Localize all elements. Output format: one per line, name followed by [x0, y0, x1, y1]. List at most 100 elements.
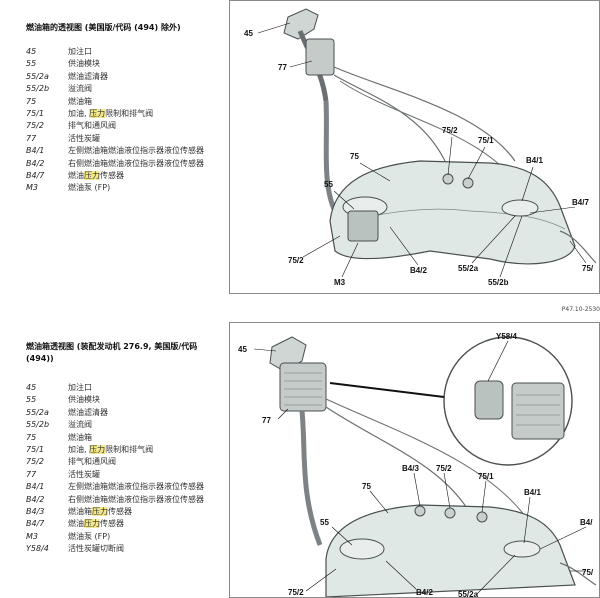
- callout-b4-1: B4/1: [526, 156, 543, 165]
- legend-description: 左侧燃油箱燃油液位指示器液位传感器: [68, 146, 204, 156]
- callout-75-2-bottom: 75/2: [288, 256, 304, 265]
- legend-description: 燃油箱压力传感器: [68, 507, 132, 517]
- legend-description: 右侧燃油箱燃油液位指示器液位传感器: [68, 494, 204, 504]
- legend-item: 77 活性炭罐: [26, 133, 221, 145]
- legend-description: 加注口: [68, 47, 92, 56]
- callout-75-2-bottom: 75/2: [288, 588, 304, 597]
- legend-description: 燃油泵 (FP): [68, 183, 111, 193]
- callout-75-right: 75/: [582, 264, 594, 273]
- callout-y58-4: Y58/4: [496, 332, 517, 341]
- legend-item: B4/2 右侧燃油箱燃油液位指示器液位传感器: [26, 158, 221, 170]
- legend-item: 55/2b 溢流阀: [26, 419, 221, 431]
- legend-item: B4/2 右侧燃油箱燃油液位指示器液位传感器: [26, 494, 221, 506]
- legend-description: 加油, 压力限制和排气阀: [68, 445, 154, 455]
- legend-description: 活性炭罐: [68, 133, 100, 143]
- legend-description: 燃油箱: [68, 432, 92, 442]
- legend-code: M3: [26, 531, 38, 541]
- legend-description: 加油, 压力限制和排气阀: [68, 109, 154, 119]
- legend-code: 55/2b: [26, 84, 50, 94]
- legend-code: 75/1: [26, 445, 44, 455]
- legend-code: 77: [26, 133, 37, 143]
- legend-code: 45: [26, 47, 37, 56]
- figure-reference: P47.10-2530: [561, 306, 600, 313]
- highlighted-term: 压力: [89, 109, 106, 119]
- legend-code: B4/1: [26, 146, 45, 156]
- highlighted-term: 压力: [84, 171, 100, 181]
- legend-code: 55: [26, 395, 37, 405]
- legend-code: B4/7: [26, 519, 45, 529]
- callout-b4-7: B4/7: [572, 198, 589, 207]
- section-2-figure: 45 Y58/4 77 B4/3 75/2 75/1 75 B4/1 55 B4…: [229, 322, 600, 598]
- callout-75-2-top: 75/2: [436, 464, 452, 473]
- callout-75: 75: [362, 482, 371, 491]
- legend-code: 45: [26, 383, 37, 392]
- legend-item: B4/1 左侧燃油箱燃油液位指示器液位传感器: [26, 145, 221, 157]
- legend-description: 活性炭罐: [68, 469, 100, 479]
- highlighted-term: 压力: [89, 445, 106, 455]
- callout-b4-1: B4/1: [524, 488, 541, 497]
- legend-item: M3 燃油泵 (FP): [26, 531, 221, 543]
- legend-code: Y58/4: [26, 544, 49, 554]
- legend-description: 燃油压力传感器: [68, 171, 124, 181]
- callout-b4-3: B4/3: [402, 464, 419, 473]
- legend-description: 燃油滤清器: [68, 407, 108, 417]
- legend-description: 供油模块: [68, 395, 100, 405]
- legend-description: 燃油滤清器: [68, 71, 108, 81]
- callout-77: 77: [278, 63, 287, 72]
- legend-item: 75/1 加油, 压力限制和排气阀: [26, 108, 221, 120]
- legend-description: 排气和通风阀: [68, 121, 116, 131]
- callout-45: 45: [244, 29, 253, 38]
- highlighted-term: 压力: [92, 507, 108, 517]
- legend-code: 55/2a: [26, 71, 49, 81]
- legend-item: 75/1 加油, 压力限制和排气阀: [26, 444, 221, 456]
- callout-45: 45: [238, 345, 247, 354]
- legend-description: 加注口: [68, 383, 92, 392]
- callout-75: 75: [350, 152, 359, 161]
- legend-description: 排气和通风阀: [68, 457, 116, 467]
- callout-75-2-top: 75/2: [442, 126, 458, 135]
- highlighted-term: 压力: [84, 519, 100, 529]
- legend-description: 右侧燃油箱燃油液位指示器液位传感器: [68, 158, 204, 168]
- section-1-title: 燃油箱的透视图 (美国版/代码 (494) 除外): [26, 23, 181, 32]
- callout-55-2a: 55/2a: [458, 264, 479, 273]
- section-2-title: 燃油箱透视图 (装配发动机 276.9, 美国版/代码 (494)): [26, 342, 198, 363]
- legend-description: 溢流阀: [68, 420, 92, 430]
- callout-b4-2: B4/2: [416, 588, 433, 597]
- legend-item: 75 燃油箱: [26, 96, 221, 108]
- callout-b4-2: B4/2: [410, 266, 427, 275]
- legend-code: 75: [26, 96, 37, 106]
- callout-75-1: 75/1: [478, 472, 494, 481]
- legend-code: 55/2b: [26, 420, 50, 430]
- legend-description: 供油模块: [68, 59, 100, 69]
- callout-55: 55: [320, 518, 329, 527]
- section-2: 燃油箱透视图 (装配发动机 276.9, 美国版/代码 (494)) 45 加注口…: [0, 318, 600, 598]
- legend-code: M3: [26, 183, 38, 193]
- fuel-tank-diagram-1: 45 77 75/2 75/1 75 B4/1 55 B4/7 75/2 M3 …: [244, 8, 597, 287]
- callout-75-right: 75/: [582, 568, 594, 577]
- legend-code: B4/2: [26, 158, 45, 168]
- legend-item: 45 加注口: [26, 46, 221, 58]
- legend-description: 燃油箱: [68, 96, 92, 106]
- legend-code: 75: [26, 432, 37, 442]
- legend-code: B4/2: [26, 494, 45, 504]
- callout-b4-right: B4/: [580, 518, 593, 527]
- legend-code: 75/2: [26, 121, 44, 131]
- legend-item: 55 供油模块: [26, 394, 221, 406]
- callout-77: 77: [262, 416, 271, 425]
- callout-75-1: 75/1: [478, 136, 494, 145]
- legend-item: 75 燃油箱: [26, 432, 221, 444]
- legend-item: 55/2a 燃油滤清器: [26, 71, 221, 83]
- legend-code: 77: [26, 469, 37, 479]
- legend-description: 燃油泵 (FP): [68, 531, 111, 541]
- legend-code: 75/1: [26, 109, 44, 119]
- legend-item: 45 加注口: [26, 382, 221, 394]
- legend-code: B4/1: [26, 482, 45, 492]
- callout-m3: M3: [334, 278, 346, 287]
